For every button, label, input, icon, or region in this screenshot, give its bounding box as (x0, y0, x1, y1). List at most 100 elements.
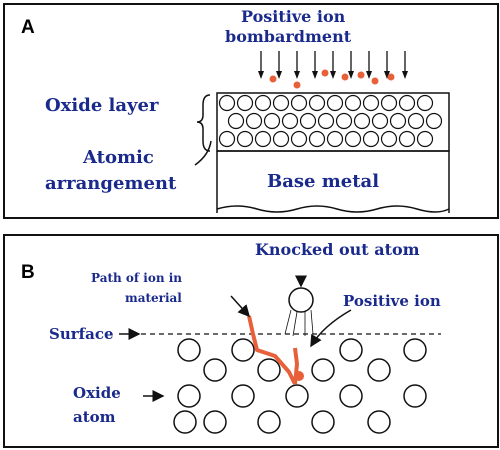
panel-a-label: A (21, 17, 35, 38)
oxide-atom-label-line2: atom (73, 408, 116, 426)
oxide-atom-circle (371, 112, 389, 130)
panel-b-label: B (21, 262, 35, 283)
ion-arrow-head (312, 71, 318, 79)
knocked-out-atom-label: Knocked out atom (255, 240, 420, 259)
oxide-atom-circle (367, 358, 391, 382)
ion-path-label-line1: Path of ion in (91, 271, 183, 285)
oxide-atom-circle (311, 358, 335, 382)
oxide-atom-circle (218, 94, 236, 112)
panel-b: B Knocked out atom Path of ion in materi… (3, 234, 499, 448)
oxide-atom-circle (344, 94, 362, 112)
oxide-atom-circle (285, 384, 309, 408)
oxide-atom-circle (281, 112, 299, 130)
oxide-atom-circle (416, 130, 434, 148)
oxide-atom-circle (317, 112, 335, 130)
oxide-atom-circle (218, 130, 236, 148)
oxide-atom-circle (236, 130, 254, 148)
oxide-atom-circle (353, 112, 371, 130)
oxide-atom-circle (362, 94, 380, 112)
oxide-atom-circle (177, 384, 201, 408)
ion-arrow-head (258, 71, 264, 79)
oxide-atom-circle (308, 94, 326, 112)
oxide-atom-circle (380, 94, 398, 112)
oxide-atom-circle (263, 112, 281, 130)
ion-bombardment-label-line2: bombardment (225, 27, 352, 46)
ion-arrow-head (366, 71, 372, 79)
oxide-atom-circle (407, 112, 425, 130)
ion-arrow-head (402, 71, 408, 79)
positive-ion (294, 371, 304, 381)
oxide-atom-circle (326, 130, 344, 148)
oxide-layer-label: Oxide layer (45, 95, 159, 116)
atomic-arrangement-label-line2: arrangement (45, 173, 177, 194)
ion-particle (341, 73, 349, 81)
oxide-atom-circle (344, 130, 362, 148)
oxide-atom-circle (236, 94, 254, 112)
oxide-atom-label-line1: Oxide (73, 384, 121, 402)
ion-particle (357, 71, 365, 79)
oxide-atom-circle (231, 338, 255, 362)
oxide-atom-circle (398, 130, 416, 148)
oxide-atom-circle (362, 130, 380, 148)
oxide-atom-circle (403, 384, 427, 408)
oxide-atom-circle (290, 130, 308, 148)
oxide-atom-circle (203, 358, 227, 382)
oxide-atom-circle (254, 94, 272, 112)
oxide-atom-circle (326, 94, 344, 112)
oxide-atom-circle (398, 94, 416, 112)
oxide-atom-circle (425, 112, 443, 130)
panel-b-diagram (119, 275, 441, 434)
oxide-atom-circle (272, 130, 290, 148)
oxide-atom-circle (254, 130, 272, 148)
ion-arrow-head (276, 71, 282, 79)
oxide-layer-atoms (218, 94, 443, 148)
ion-path-pointer (230, 295, 251, 318)
knocked-out-atom (288, 287, 314, 313)
ion-particle (269, 75, 277, 83)
oxide-layer-brace (196, 94, 211, 152)
base-metal-label: Base metal (267, 171, 380, 192)
oxide-atom-circle (311, 410, 335, 434)
panel-a-diagram (194, 51, 450, 213)
positive-ion-label: Positive ion (343, 292, 441, 310)
oxide-atom-circle (177, 338, 201, 362)
ion-path (247, 315, 297, 385)
ion-arrow-head (348, 71, 354, 79)
oxide-atom-circle (245, 112, 263, 130)
ion-path-label-line2: material (125, 291, 182, 305)
oxide-atom-circle (308, 130, 326, 148)
ion-particle (293, 81, 301, 89)
atomic-arrangement-label-line1: Atomic (83, 147, 154, 168)
atomic-arrangement-pointer (194, 140, 212, 166)
base-metal-wavy-edge (216, 205, 450, 213)
oxide-atom-circle (389, 112, 407, 130)
oxide-atom-circle (290, 94, 308, 112)
ion-particle (387, 73, 395, 81)
ion-particles (269, 69, 395, 89)
oxide-atom-circle (272, 94, 290, 112)
oxide-atom-circle (367, 410, 391, 434)
positive-ion-pointer (310, 309, 352, 348)
oxide-atom-circle (173, 410, 197, 434)
panel-a: A Positive ion bombardment Oxide layer A… (3, 3, 499, 219)
oxide-atom-circle (335, 112, 353, 130)
oxide-atom-circle (380, 130, 398, 148)
oxide-atoms (173, 338, 427, 434)
oxide-atom-circle (416, 94, 434, 112)
oxide-atom-circle (339, 384, 363, 408)
oxide-atom-circle (227, 112, 245, 130)
ion-bombardment-label-line1: Positive ion (241, 7, 346, 26)
ion-particle (321, 69, 329, 77)
oxide-atom-circle (257, 410, 281, 434)
oxide-atom-circle (403, 338, 427, 362)
ion-arrow-head (330, 71, 336, 79)
knocked-out-atom-trail (284, 309, 314, 337)
oxide-atom-circle (299, 112, 317, 130)
oxide-atom-circle (203, 410, 227, 434)
oxide-atom-circle (257, 358, 281, 382)
oxide-atom-circle (231, 384, 255, 408)
ion-particle (371, 77, 379, 85)
base-metal-outline (216, 150, 450, 213)
ion-bombardment-arrows (258, 51, 408, 79)
oxide-atom-circle (339, 338, 363, 362)
